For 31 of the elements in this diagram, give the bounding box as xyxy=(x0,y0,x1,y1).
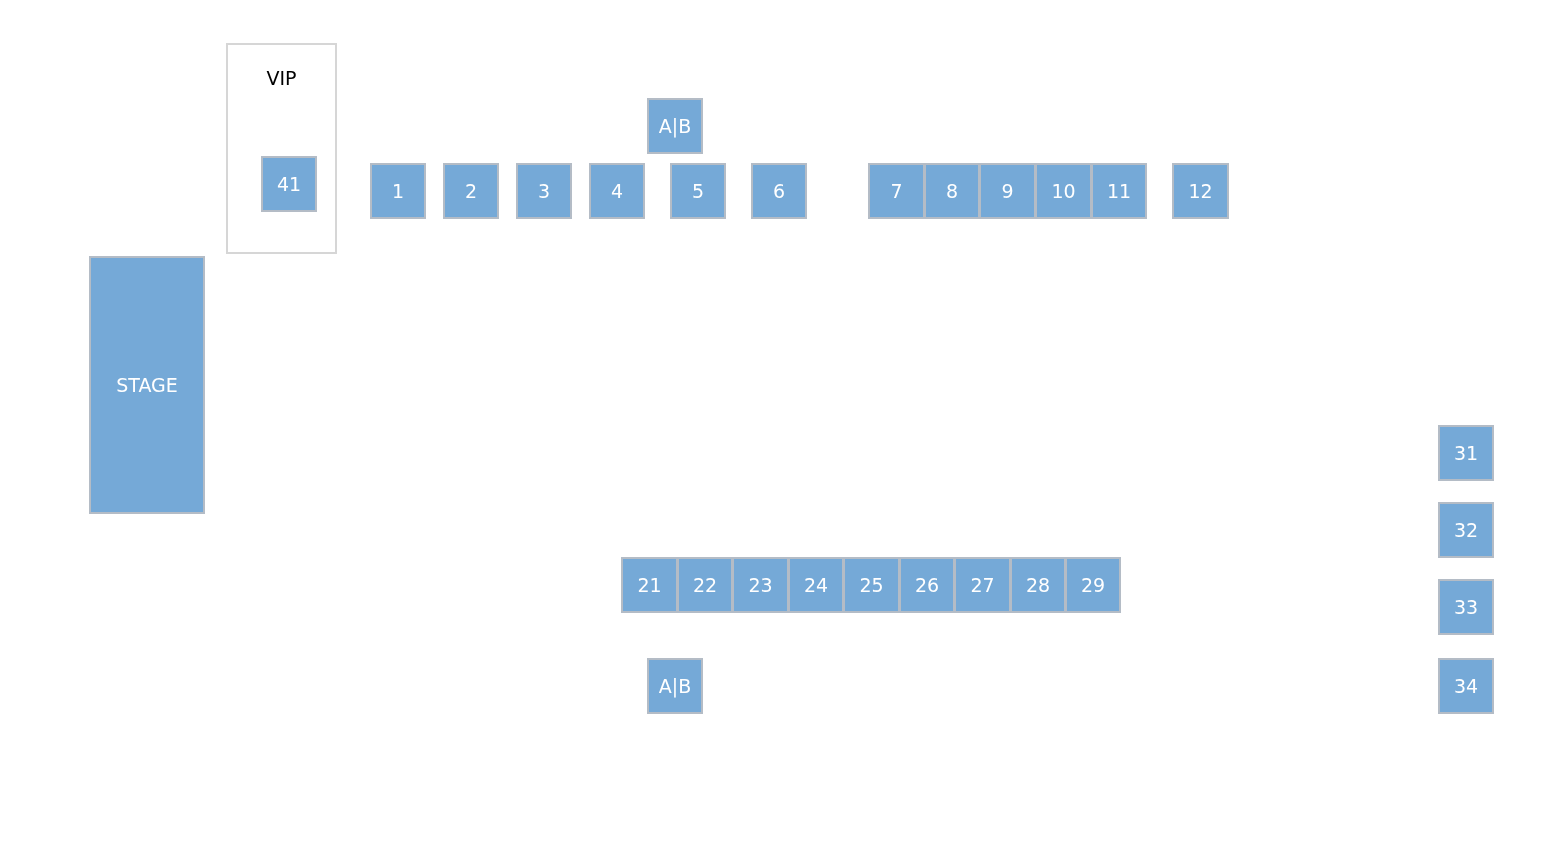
table-block: 26 xyxy=(899,557,955,613)
table-block: 23 xyxy=(732,557,789,613)
table-block: 3 xyxy=(516,163,572,219)
table-block: 2 xyxy=(443,163,499,219)
table-block: 9 xyxy=(979,163,1036,219)
table-block: 31 xyxy=(1438,425,1494,481)
table-block: 11 xyxy=(1091,163,1147,219)
table-block: 6 xyxy=(751,163,807,219)
table-block: 8 xyxy=(924,163,980,219)
table-block: 21 xyxy=(621,557,678,613)
table-block: 33 xyxy=(1438,579,1494,635)
table-block: 7 xyxy=(868,163,925,219)
table-block: A|B xyxy=(647,658,703,714)
table-block: 28 xyxy=(1010,557,1066,613)
table-block: 41 xyxy=(261,156,317,212)
table-block: 29 xyxy=(1065,557,1121,613)
table-block: 10 xyxy=(1035,163,1092,219)
table-block: A|B xyxy=(647,98,703,154)
table-block: 4 xyxy=(589,163,645,219)
area-label: VIP xyxy=(265,67,298,89)
stage-block: STAGE xyxy=(89,256,205,514)
table-block: 5 xyxy=(670,163,726,219)
table-block: 25 xyxy=(843,557,900,613)
table-block: 27 xyxy=(954,557,1011,613)
table-block: 32 xyxy=(1438,502,1494,558)
table-block: 1 xyxy=(370,163,426,219)
table-block: 24 xyxy=(788,557,844,613)
table-block: 34 xyxy=(1438,658,1494,714)
table-block: 12 xyxy=(1172,163,1229,219)
vip-area xyxy=(226,43,337,254)
table-block: 22 xyxy=(677,557,733,613)
